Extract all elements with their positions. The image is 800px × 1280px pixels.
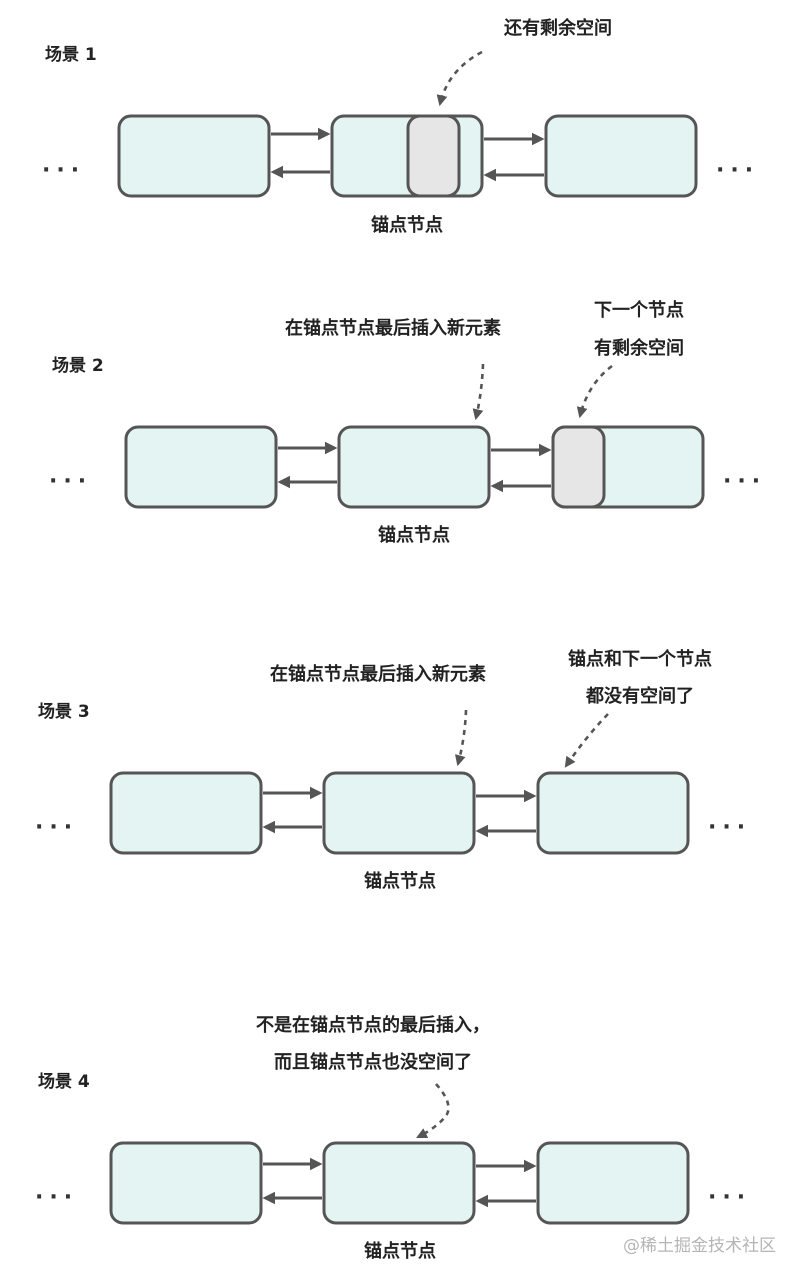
watermark-text: @稀土掘金技术社区 — [623, 1236, 776, 1256]
ellipsis-right: ··· — [723, 469, 766, 494]
list-node-next — [536, 771, 690, 855]
annotation-pointer — [436, 50, 483, 107]
ellipsis-left: ··· — [42, 158, 85, 183]
annotation-text: 锚点和下一个节点 — [568, 648, 712, 670]
annotation-text: 而且锚点节点也没空间了 — [274, 1051, 472, 1073]
ellipsis-left: ··· — [35, 1185, 78, 1210]
ellipsis-right: ··· — [716, 158, 759, 183]
scenario-title: 场景 3 — [38, 702, 90, 722]
list-node-anchor — [337, 425, 491, 509]
annotation-text: 在锚点节点最后插入新元素 — [285, 317, 501, 339]
scenario-4: 场景 4 ··· ··· 锚点节点 不是在锚点节点的最后插入， 而且锚点节点也没… — [35, 1014, 751, 1262]
annotation-text: 还有剩余空间 — [503, 17, 612, 39]
scenario-2: 场景 2 ··· ··· 锚点节点 在锚点节点最后插入新元素 下一个节点 有剩余… — [49, 299, 766, 546]
annotation-text: 都没有空间了 — [585, 685, 694, 707]
remaining-space-block — [551, 425, 606, 509]
annotation-pointer — [576, 364, 613, 419]
scenario-title: 场景 2 — [52, 356, 104, 376]
ellipsis-right: ··· — [708, 815, 751, 840]
scenario-3: 场景 3 ··· ··· 锚点节点 在锚点节点最后插入新元素 锚点和下一个节点 … — [35, 648, 751, 892]
anchor-node-label: 锚点节点 — [378, 524, 450, 546]
list-node-prev — [109, 771, 263, 855]
annotation-text: 不是在锚点节点的最后插入， — [256, 1014, 490, 1036]
list-node-next — [536, 1141, 690, 1225]
list-node-prev — [109, 1141, 263, 1225]
scenario-title: 场景 4 — [38, 1072, 90, 1092]
anchor-node-label: 锚点节点 — [364, 870, 436, 892]
annotation-text: 在锚点节点最后插入新元素 — [270, 663, 486, 685]
annotation-pointer — [564, 713, 609, 768]
ellipsis-right: ··· — [708, 1185, 751, 1210]
list-node-anchor — [322, 1141, 476, 1225]
anchor-node-label: 锚点节点 — [364, 1240, 436, 1262]
remaining-space-block — [406, 114, 461, 198]
ellipsis-left: ··· — [49, 469, 92, 494]
scenario-1: 场景 1 ··· ··· 锚点节点 还有剩余空间 — [42, 17, 759, 236]
list-node-prev — [117, 114, 271, 198]
annotation-pointer — [472, 363, 485, 421]
ellipsis-left: ··· — [35, 815, 78, 840]
annotation-pointer — [416, 1083, 450, 1139]
annotation-text: 有剩余空间 — [594, 337, 684, 359]
list-node-prev — [124, 425, 278, 509]
annotation-text: 下一个节点 — [594, 299, 684, 321]
annotation-pointer — [454, 709, 468, 767]
list-node-next — [544, 114, 698, 198]
scenario-title: 场景 1 — [45, 45, 97, 65]
anchor-node-label: 锚点节点 — [371, 214, 443, 236]
list-node-anchor — [322, 771, 476, 855]
